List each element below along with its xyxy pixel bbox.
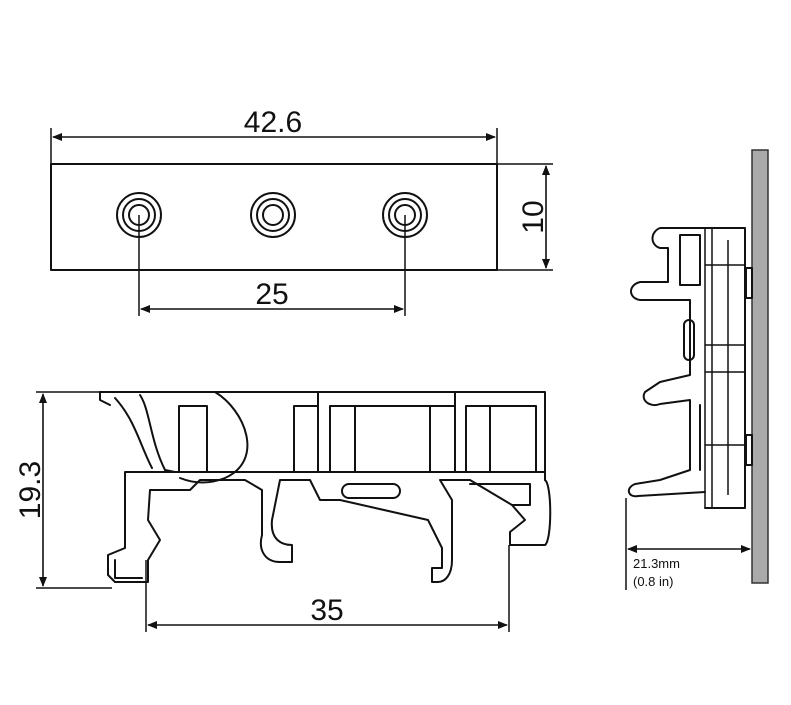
dimension-height-10: 10 <box>497 163 553 271</box>
dimension-label-top-width: 42.6 <box>244 106 302 139</box>
front-view: 19.3 35 <box>14 391 552 632</box>
dimension-width-42-6: 42.6 <box>50 106 498 164</box>
dimension-label-side-depth-mm: 21.3mm <box>633 556 680 571</box>
side-view: 21.3mm (0.8 in) <box>625 149 769 590</box>
dimension-label-side-depth-in: (0.8 in) <box>633 574 673 589</box>
dimension-label-rail-width: 35 <box>310 594 343 627</box>
top-view: 42.6 10 25 <box>50 106 553 316</box>
dimension-label-hole-spacing: 25 <box>255 278 288 311</box>
din-rail-wall <box>751 149 769 584</box>
dimension-rail-width-35: 35 <box>145 545 510 632</box>
front-upper-body <box>99 391 546 484</box>
dimension-hole-spacing-25: 25 <box>138 215 406 316</box>
dimension-side-depth: 21.3mm (0.8 in) <box>625 498 751 590</box>
dimension-height-19-3: 19.3 <box>14 391 112 589</box>
mounting-hole-center <box>250 192 296 238</box>
top-plate-outline <box>50 163 498 271</box>
front-clip-profile <box>107 471 552 583</box>
dimension-label-body-height: 19.3 <box>14 461 47 519</box>
dimension-label-top-height: 10 <box>517 200 550 233</box>
